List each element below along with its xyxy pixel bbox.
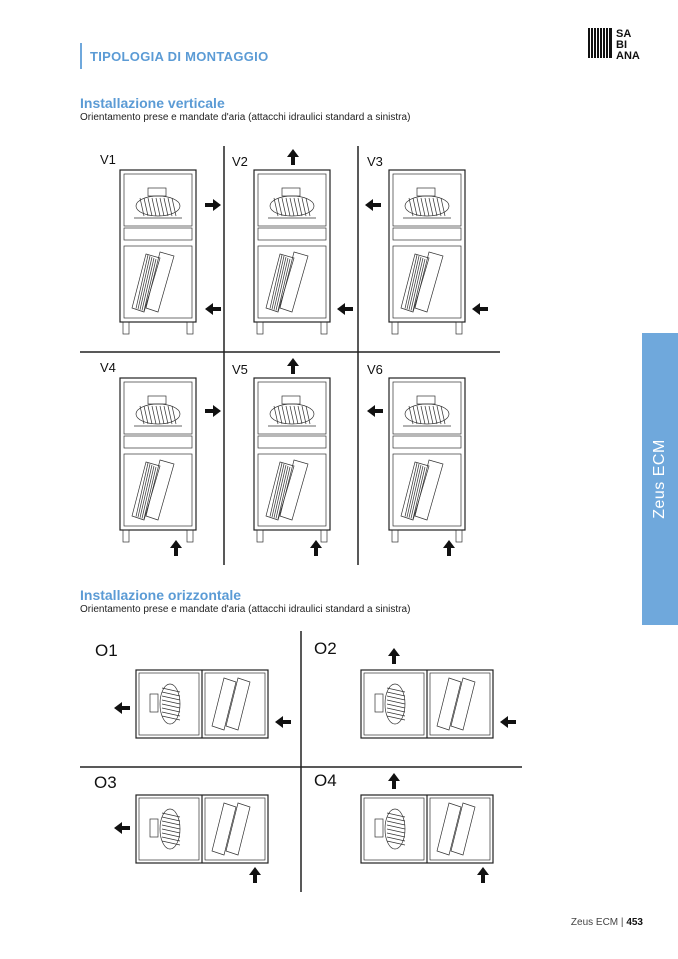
arrow-v3-in [472, 303, 488, 315]
unit-v1 [119, 169, 197, 335]
unit-o4 [360, 794, 494, 864]
arrow-v6-out [367, 405, 383, 417]
arrow-v2-out [287, 149, 299, 165]
arrow-v3-out [365, 199, 381, 211]
arrow-v4-in [170, 540, 182, 556]
arrow-v6-in [443, 540, 455, 556]
vertical-section-title: Installazione verticale [80, 95, 225, 111]
unit-o1 [135, 669, 269, 739]
horizontal-section-title: Installazione orizzontale [80, 587, 242, 603]
logo-line-2: BI [616, 39, 627, 51]
unit-label-v6: V6 [367, 362, 383, 377]
arrow-v1-in [205, 303, 221, 315]
unit-label-v2: V2 [232, 154, 248, 169]
page-header-title: TIPOLOGIA DI MONTAGGIO [90, 49, 269, 64]
unit-label-o4: O4 [314, 771, 337, 790]
unit-v4 [119, 377, 197, 543]
unit-label-v5: V5 [232, 362, 248, 377]
arrow-v5-out [287, 358, 299, 374]
unit-v5 [253, 377, 331, 543]
unit-label-v1: V1 [100, 152, 116, 167]
arrow-o3-out [114, 822, 130, 834]
footer-page-number: 453 [626, 917, 643, 928]
arrow-v5-in [310, 540, 322, 556]
horizontal-section-subtitle: Orientamento prese e mandate d'aria (att… [80, 604, 411, 615]
unit-o2 [360, 669, 494, 739]
arrow-o4-in [477, 867, 489, 883]
arrow-o2-out [388, 648, 400, 664]
footer-product: Zeus ECM [570, 917, 619, 928]
sabiana-logo: SA BI ANA [588, 28, 640, 62]
logo-line-3: ANA [616, 50, 640, 62]
unit-label-v4: V4 [100, 360, 116, 375]
logo-line-1: SA [616, 28, 631, 40]
unit-v2 [253, 169, 331, 335]
arrow-v2-in [337, 303, 353, 315]
footer-separator: | [620, 917, 624, 928]
unit-o3 [135, 794, 269, 864]
arrow-v1-out [205, 199, 221, 211]
unit-v6 [388, 377, 466, 543]
page-footer: Zeus ECM | 453 [571, 917, 643, 928]
unit-label-o3: O3 [94, 773, 117, 792]
arrow-o1-out [114, 702, 130, 714]
unit-label-o2: O2 [314, 639, 337, 658]
arrow-o3-in [249, 867, 261, 883]
vertical-section-subtitle: Orientamento prese e mandate d'aria (att… [80, 112, 411, 123]
arrow-o4-out [388, 773, 400, 789]
arrow-o1-in [275, 716, 291, 728]
arrow-v4-out [205, 405, 221, 417]
unit-label-v3: V3 [367, 154, 383, 169]
arrow-o2-in [500, 716, 516, 728]
header-accent-bar [80, 43, 82, 69]
unit-v3 [388, 169, 466, 335]
unit-label-o1: O1 [95, 641, 118, 660]
side-tab: Zeus ECM [642, 333, 678, 625]
